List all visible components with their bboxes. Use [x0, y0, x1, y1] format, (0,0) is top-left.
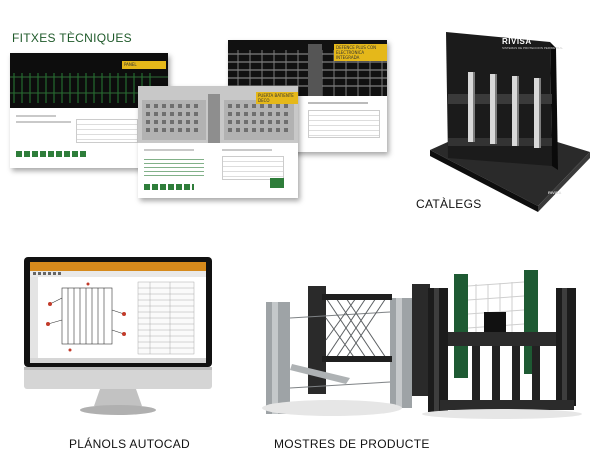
caption-fitxes-tecniques: FITXES TÈCNIQUES — [12, 31, 132, 45]
monitor-image — [24, 257, 212, 415]
product-thumbnail — [270, 178, 284, 188]
tech-sheet-defence: DEFENCE PLUS CON ELECTRONICA INTEGRADA — [228, 40, 387, 152]
autocad-monitor — [20, 254, 216, 424]
samples-image — [262, 270, 582, 419]
spec-table — [308, 110, 380, 138]
tech-sheet-puerta: PUERTA BATIENTE DECO — [138, 86, 298, 198]
spec-table — [222, 156, 284, 180]
catalog-brand: RIVISA — [502, 37, 532, 46]
perforated-gate-image — [138, 86, 298, 143]
product-samples — [262, 268, 590, 420]
icon-strip — [144, 184, 194, 190]
text-line — [222, 149, 272, 151]
sheet-title-tag: DEFENCE PLUS CON ELECTRONICA INTEGRADA — [334, 44, 387, 61]
text-line — [308, 102, 368, 104]
icon-strip — [16, 151, 86, 157]
caption-catalegs: CATÀLEGS — [416, 197, 482, 211]
feature-list — [144, 156, 204, 178]
catalog-image — [430, 32, 590, 212]
catalog-subtitle: SISTEMAS DE PROTECCION PERIMETRAL — [502, 46, 564, 50]
catalog-box-label: RIVISA — [548, 190, 562, 195]
catalog-box: RIVISA SISTEMAS DE PROTECCION PERIMETRAL… — [430, 30, 590, 212]
spec-table — [76, 119, 138, 143]
sheet-title-tag: PANEL — [122, 61, 166, 69]
text-line — [144, 149, 194, 151]
sheet-hero-image — [138, 86, 298, 143]
text-line — [16, 115, 56, 117]
sheet-title-tag: PUERTA BATIENTE DECO — [256, 92, 298, 104]
caption-mostres-producte: MOSTRES DE PRODUCTE — [274, 437, 430, 451]
caption-planols-autocad: PLÁNOLS AUTOCAD — [69, 437, 190, 451]
text-line — [16, 121, 71, 123]
